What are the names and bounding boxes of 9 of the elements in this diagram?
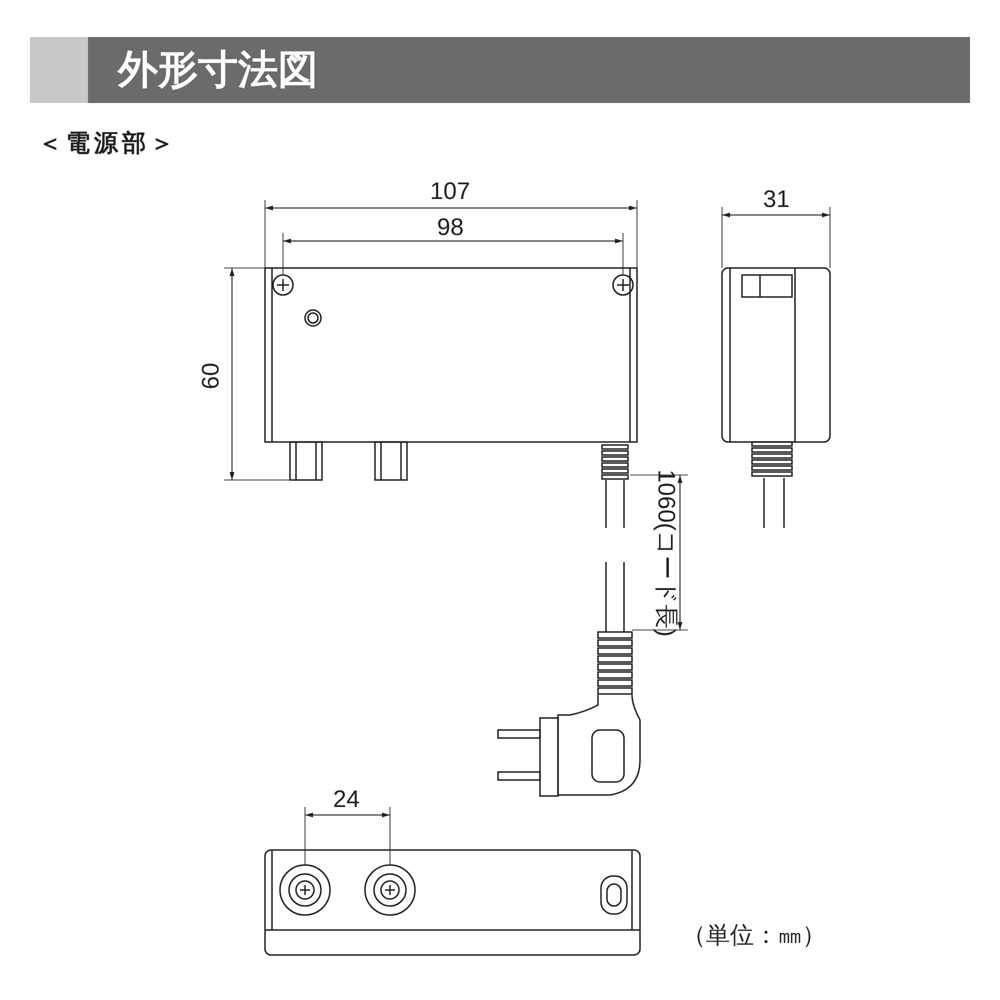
dimension-label: 31 — [763, 188, 790, 212]
section-heading: ＜電源部＞ — [38, 132, 178, 156]
title: 外形寸法図 — [118, 50, 318, 90]
dimension-label: 60 — [199, 362, 224, 390]
dimension-label: 1060(コード長) — [654, 469, 678, 637]
dimension-label: 24 — [333, 788, 360, 812]
dimension-label: 98 — [437, 216, 464, 240]
unit-note: （単位：㎜） — [682, 924, 826, 948]
dimension-label: 107 — [430, 180, 470, 204]
